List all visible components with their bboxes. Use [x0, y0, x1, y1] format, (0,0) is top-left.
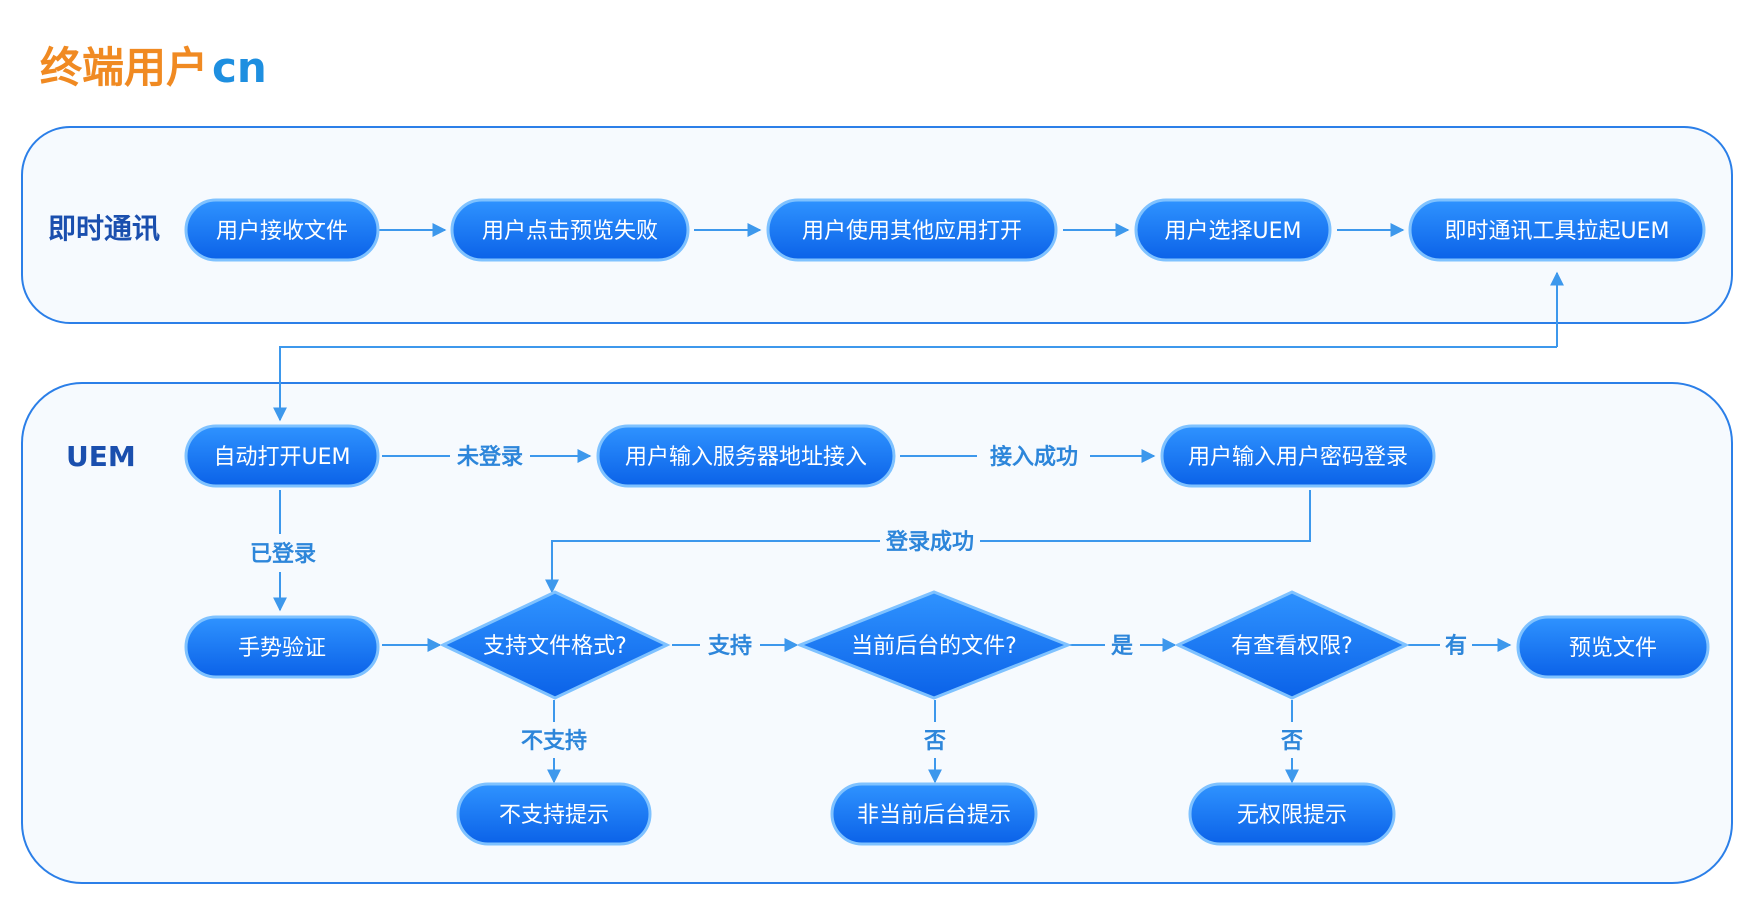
- edge-u3-d1-b: [545, 540, 880, 594]
- edge-labels: 未登录 接入成功 已登录 登录成功 支持 是 有 不支持 否 否: [250, 445, 1467, 754]
- edge-label-no-2: 否: [1280, 729, 1303, 754]
- decision-label: 支持文件格式?: [483, 634, 627, 659]
- edge-label-unsupported: 不支持: [521, 729, 587, 754]
- decision-label: 当前后台的文件?: [851, 634, 1017, 659]
- edge-label-logged-in: 已登录: [250, 542, 316, 567]
- node-label: 自动打开UEM: [214, 445, 351, 470]
- lane-label-im: 即时通讯: [48, 212, 160, 245]
- page-title-blue: cn: [212, 43, 267, 92]
- node-no-permission-tip: 无权限提示: [1188, 782, 1396, 846]
- node-label: 用户输入服务器地址接入: [625, 445, 867, 470]
- decision-format-supported: 支持文件格式?: [439, 590, 671, 700]
- node-label: 手势验证: [238, 636, 326, 661]
- node-label: 非当前后台提示: [857, 803, 1011, 828]
- node-label: 用户使用其他应用打开: [802, 219, 1022, 244]
- node-enter-credentials: 用户输入用户密码登录: [1160, 424, 1436, 488]
- node-auto-open-uem: 自动打开UEM: [184, 424, 380, 488]
- connectors: [273, 223, 1564, 784]
- edge-n5-u1: [273, 346, 1557, 422]
- node-unsupported-tip: 不支持提示: [456, 782, 652, 846]
- node-open-other-app: 用户使用其他应用打开: [766, 198, 1058, 262]
- node-not-current-bg-tip: 非当前后台提示: [830, 782, 1038, 846]
- edge-label-supported: 支持: [708, 634, 752, 659]
- lane-label-uem: UEM: [66, 440, 136, 473]
- node-preview-file: 预览文件: [1516, 615, 1710, 679]
- node-label: 用户输入用户密码登录: [1188, 445, 1408, 470]
- node-label: 用户接收文件: [216, 219, 348, 244]
- edge-label-connected: 接入成功: [990, 445, 1078, 470]
- edge-label-login-success: 登录成功: [885, 530, 974, 555]
- node-im-launch-uem: 即时通讯工具拉起UEM: [1408, 198, 1706, 262]
- decision-label: 有查看权限?: [1231, 634, 1353, 659]
- node-label: 即时通讯工具拉起UEM: [1445, 219, 1670, 244]
- process-nodes: 用户接收文件 用户点击预览失败 用户使用其他应用打开 用户选择UEM 即时通讯工…: [184, 198, 1710, 846]
- edge-label-has: 有: [1445, 633, 1467, 659]
- node-receive-file: 用户接收文件: [184, 198, 380, 262]
- node-select-uem: 用户选择UEM: [1134, 198, 1332, 262]
- page-title: 终端用户cn: [40, 43, 267, 92]
- node-label: 用户选择UEM: [1165, 219, 1302, 244]
- edge-u3-d1-a: [980, 490, 1311, 542]
- edge-label-no-1: 否: [923, 729, 946, 754]
- decision-nodes: 支持文件格式? 当前后台的文件? 有查看权限?: [439, 590, 1410, 700]
- decision-current-background: 当前后台的文件?: [795, 590, 1073, 700]
- node-label: 无权限提示: [1237, 803, 1347, 828]
- node-gesture-verify: 手势验证: [184, 615, 380, 679]
- node-preview-failed: 用户点击预览失败: [450, 198, 690, 262]
- node-label: 预览文件: [1569, 636, 1657, 661]
- page-title-orange: 终端用户: [40, 43, 208, 92]
- decision-view-permission: 有查看权限?: [1174, 590, 1410, 700]
- node-label: 用户点击预览失败: [482, 219, 658, 244]
- node-enter-server: 用户输入服务器地址接入: [596, 424, 896, 488]
- edge-label-yes: 是: [1111, 634, 1133, 659]
- node-label: 不支持提示: [499, 803, 609, 828]
- edge-label-not-logged-in: 未登录: [457, 445, 523, 470]
